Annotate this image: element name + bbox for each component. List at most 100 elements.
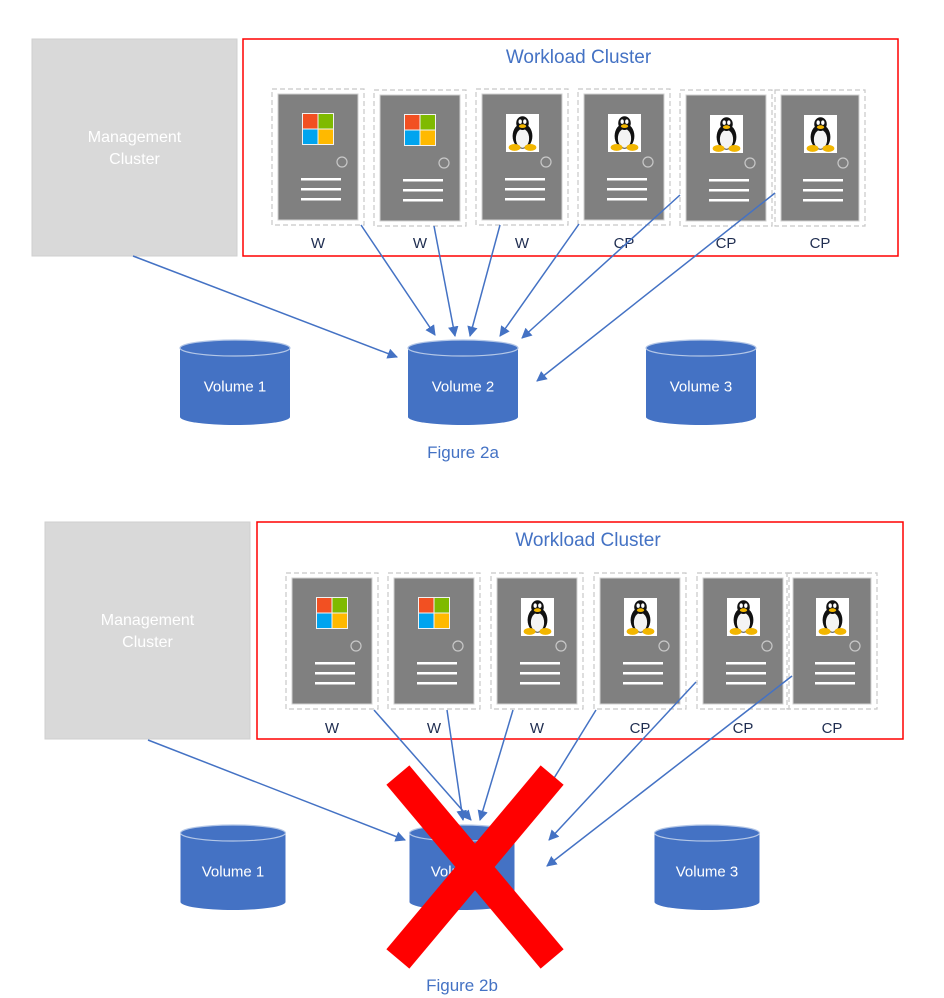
drive-bay-line: [520, 672, 560, 675]
server-node: W: [475, 88, 569, 252]
tux-eye-right: [744, 603, 748, 608]
linux-tux-icon: [608, 114, 641, 152]
server-selection-outline: [271, 88, 365, 226]
server-node: CP: [679, 89, 773, 252]
connection-arrows: [147, 675, 793, 867]
volume-label: Volume 3: [676, 864, 739, 881]
drive-bay-line: [301, 198, 341, 201]
tux-foot-left: [508, 144, 521, 151]
drive-bay-line: [623, 672, 663, 675]
management-to-volume-arrow: [147, 739, 406, 842]
windows-logo-blue: [303, 129, 318, 144]
volume-label: Volume 1: [204, 379, 267, 396]
server-selection-outline: [475, 88, 569, 226]
server-icon: [277, 93, 359, 221]
workload-cluster-border: [242, 38, 899, 257]
cylinder-top: [407, 339, 519, 357]
cylinder-body: [180, 833, 286, 910]
drive-bay-line: [417, 662, 457, 665]
linux-tux-icon: [727, 598, 760, 636]
node-role-label: CP: [733, 720, 754, 737]
server-node: CP: [577, 88, 671, 252]
tux-beak: [816, 125, 825, 130]
drive-bay-line: [505, 188, 545, 191]
server-icon: [702, 577, 784, 705]
volume-label: Volume 3: [670, 379, 733, 396]
server-selection-outline: [577, 88, 671, 226]
server-selection-outline: [373, 89, 467, 227]
windows-logo-red: [419, 598, 434, 613]
tux-foot-right: [728, 145, 741, 152]
tux-eye-right: [821, 120, 825, 125]
drive-bay-line: [403, 179, 443, 182]
server-icon: [481, 93, 563, 221]
drive-bay-line: [607, 178, 647, 181]
node-to-volume-arrow: [546, 675, 793, 867]
windows-logo-green: [434, 598, 449, 613]
cylinder-top: [179, 339, 291, 357]
tux-beak: [722, 125, 731, 130]
management-cluster-label-line2: Cluster: [122, 634, 173, 651]
node-role-label: CP: [822, 720, 843, 737]
node-role-label: W: [325, 720, 340, 737]
tux-eye-left: [636, 603, 640, 608]
linux-tux-icon: [816, 598, 849, 636]
tux-belly: [719, 129, 734, 149]
tux-eye-right: [538, 603, 542, 608]
volume-label: Volume 2: [432, 379, 495, 396]
tux-eye-left: [739, 603, 743, 608]
server-node: CP: [774, 89, 866, 252]
server-node: W: [271, 88, 365, 252]
drive-bay-line: [803, 199, 843, 202]
cylinder-body: [646, 348, 756, 425]
volume-cylinder: Volume 1: [179, 824, 287, 910]
node-to-volume-arrow: [536, 192, 776, 382]
windows-logo-green: [318, 114, 333, 129]
power-button-icon: [438, 157, 450, 169]
tux-belly: [633, 612, 648, 632]
server-selection-outline: [387, 572, 481, 710]
tux-foot-right: [626, 144, 639, 151]
tux-eye-right: [641, 603, 645, 608]
drive-bay-line: [505, 198, 545, 201]
volume-label: Volume 1: [202, 864, 265, 881]
drive-bay-line: [623, 662, 663, 665]
tux-eye-right: [523, 119, 527, 124]
cylinder-body: [180, 348, 290, 425]
drive-bay-line: [815, 682, 855, 685]
windows-logo-red: [303, 114, 318, 129]
server-icon: [780, 94, 860, 222]
drive-bay-line: [726, 682, 766, 685]
linux-tux-icon: [624, 598, 657, 636]
cylinder-body: [408, 348, 518, 425]
tux-belly: [825, 612, 840, 632]
drive-bay-line: [315, 672, 355, 675]
tux-belly: [813, 129, 828, 149]
linux-tux-icon: [804, 115, 837, 153]
power-button-icon: [642, 156, 654, 168]
power-button-icon: [658, 640, 670, 652]
management-cluster-box: [31, 38, 238, 257]
tux-beak: [636, 608, 645, 613]
management-cluster-label-line2: Cluster: [109, 151, 160, 168]
power-button-icon: [761, 640, 773, 652]
tux-foot-left: [626, 628, 639, 635]
server-icon: [291, 577, 373, 705]
node-role-label: W: [427, 720, 442, 737]
drive-bay-line: [403, 199, 443, 202]
server-node: CP: [786, 572, 878, 737]
tux-eye-left: [518, 119, 522, 124]
linux-tux-icon: [710, 115, 743, 153]
power-button-icon: [350, 640, 362, 652]
server-icon: [496, 577, 578, 705]
power-button-icon: [744, 157, 756, 169]
tux-eye-left: [828, 603, 832, 608]
server-selection-outline: [774, 89, 866, 227]
workload-cluster-border: [256, 521, 904, 740]
windows-logo-blue: [419, 613, 434, 628]
server-selection-outline: [696, 572, 790, 710]
node-role-label: W: [515, 235, 530, 252]
